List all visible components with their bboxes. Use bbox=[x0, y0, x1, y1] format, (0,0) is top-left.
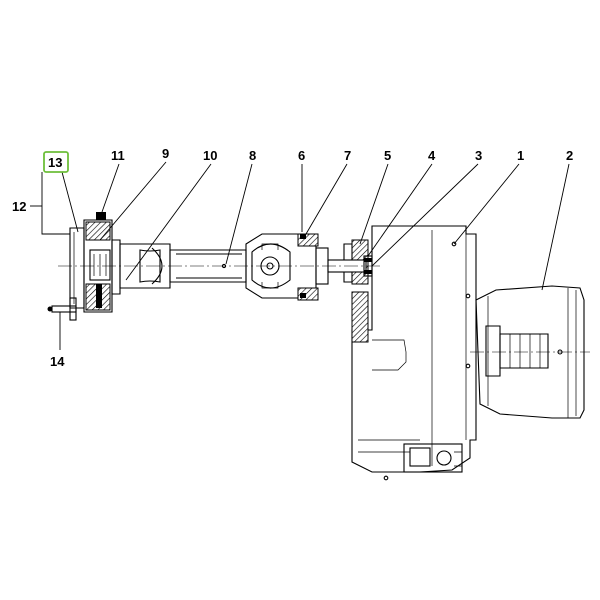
callout-5: 5 bbox=[384, 148, 391, 163]
gearbox-housing bbox=[351, 225, 477, 481]
callout-4: 4 bbox=[428, 148, 436, 163]
callout-12: 12 bbox=[12, 199, 26, 214]
callout-labels: 1 2 3 4 5 6 7 8 9 10 11 12 13 14 bbox=[12, 146, 573, 369]
callout-8: 8 bbox=[249, 148, 256, 163]
callout-3: 3 bbox=[475, 148, 482, 163]
callout-7: 7 bbox=[344, 148, 351, 163]
leader-lines bbox=[30, 161, 570, 350]
callout-9: 9 bbox=[162, 146, 169, 161]
callout-2: 2 bbox=[566, 148, 573, 163]
motor-flange bbox=[475, 285, 585, 419]
callout-6: 6 bbox=[298, 148, 305, 163]
callout-10: 10 bbox=[203, 148, 217, 163]
callout-1: 1 bbox=[517, 148, 524, 163]
cover-plate bbox=[69, 227, 85, 309]
callout-14: 14 bbox=[50, 354, 65, 369]
flange-hub bbox=[83, 212, 121, 313]
callout-13-highlight-box bbox=[43, 151, 69, 173]
screw bbox=[47, 297, 77, 321]
callout-13: 13 bbox=[48, 155, 62, 170]
universal-joint bbox=[245, 233, 329, 301]
mounting-plate bbox=[343, 239, 369, 343]
callout-11: 11 bbox=[111, 148, 125, 163]
electrical-connector bbox=[403, 443, 463, 473]
